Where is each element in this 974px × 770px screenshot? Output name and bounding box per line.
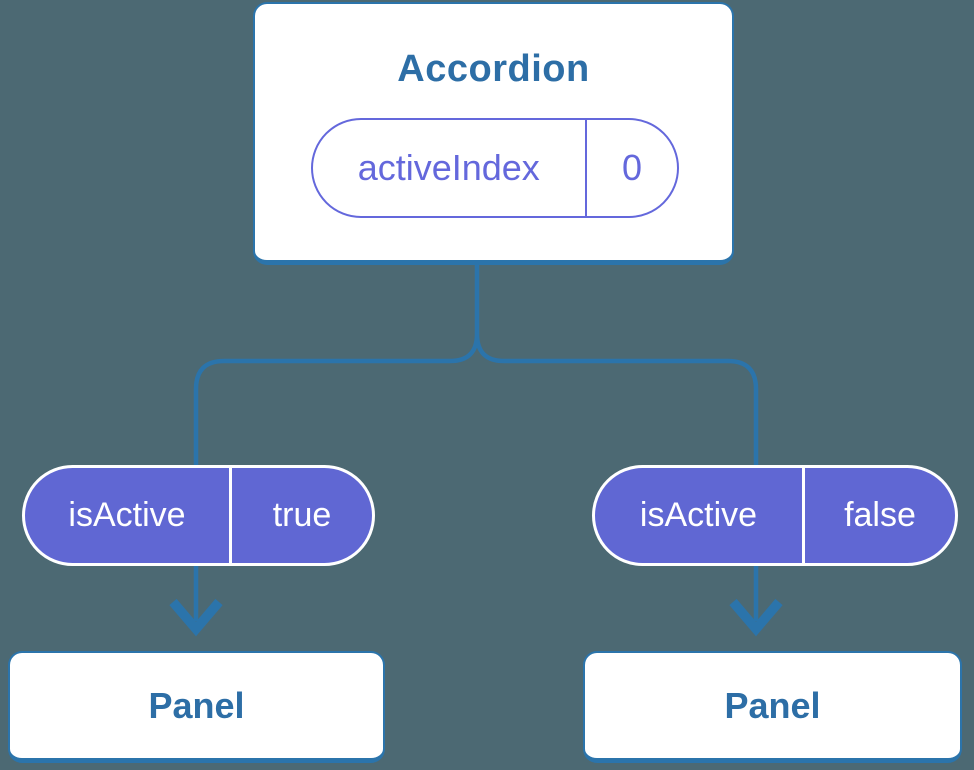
arrow-down-icon [169, 598, 223, 637]
pill-divider [229, 468, 232, 563]
prop-pill-label: isActive [639, 496, 758, 534]
state-pill-value: 0 [621, 147, 643, 188]
branch-lines [193, 263, 759, 621]
prop-pill-label: isActive [68, 496, 186, 534]
pill-divider [802, 468, 805, 563]
panel-node-left: Panel [8, 651, 385, 763]
prop-pill-value: false [844, 496, 916, 534]
panel-node-title: Panel [724, 684, 821, 726]
panel-node-right: Panel [583, 651, 962, 763]
prop-pill-value: true [272, 496, 332, 534]
accordion-node-title: Accordion [397, 48, 590, 90]
accordion-node: Accordion activeIndex 0 [253, 2, 734, 265]
prop-pill-isactive-false: isActive false [592, 465, 958, 566]
arrow-down-icon [729, 598, 783, 637]
pill-divider [584, 120, 587, 216]
panel-node-title: Panel [148, 684, 245, 726]
prop-pill-isactive-true: isActive true [22, 465, 375, 566]
state-pill-label: activeIndex [357, 147, 540, 188]
state-pill-activeindex: activeIndex 0 [311, 118, 679, 218]
